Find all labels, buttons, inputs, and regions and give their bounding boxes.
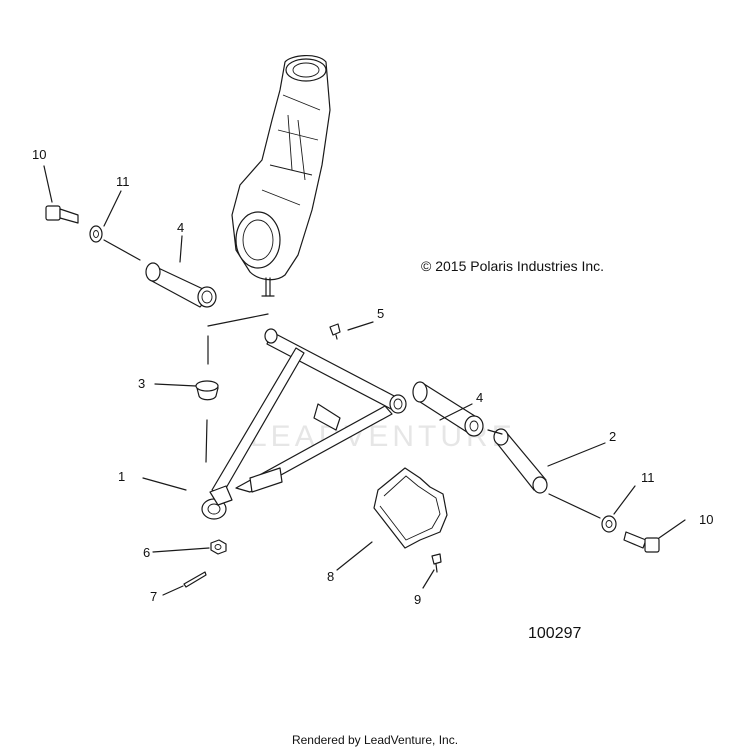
- callout-8: 8: [327, 569, 334, 584]
- bushing-left: [145, 262, 217, 308]
- washer-left: [89, 225, 103, 243]
- callout-3: 3: [138, 376, 145, 391]
- copyright-notice: © 2015 Polaris Industries Inc.: [421, 258, 605, 274]
- a-arm: [201, 328, 407, 520]
- grease-fitting: [329, 323, 341, 340]
- nut: [210, 539, 227, 555]
- callout-7: 7: [150, 589, 157, 604]
- callout-4-right: 4: [476, 390, 483, 405]
- callout-2: 2: [609, 429, 616, 444]
- guard-plate: [373, 467, 448, 549]
- callout-4-left: 4: [177, 220, 184, 235]
- callout-11-left: 11: [116, 174, 130, 189]
- callout-10-right: 10: [699, 512, 713, 527]
- pivot-tube: [493, 428, 548, 494]
- steering-knuckle: [231, 55, 331, 297]
- callout-10-left: 10: [32, 147, 46, 162]
- bolt-right: [623, 531, 660, 553]
- footer-credit: Rendered by LeadVenture, Inc.: [291, 733, 459, 747]
- callout-1: 1: [118, 469, 125, 484]
- bolt-left: [45, 205, 79, 224]
- bushing-right: [412, 381, 484, 437]
- callout-5: 5: [377, 306, 384, 321]
- diagram-number: 100297: [528, 625, 582, 642]
- cotter-pin: [183, 571, 207, 588]
- washer-right: [601, 515, 617, 533]
- callout-11-right: 11: [641, 470, 655, 485]
- callout-9: 9: [414, 592, 421, 607]
- callout-numbers: 10 11 4 5 3 4 2 1 11 10 6 8 9 7: [32, 147, 713, 607]
- screw: [431, 553, 442, 573]
- cap: [195, 380, 219, 401]
- leader-lines: [43, 165, 686, 596]
- callout-6: 6: [143, 545, 150, 560]
